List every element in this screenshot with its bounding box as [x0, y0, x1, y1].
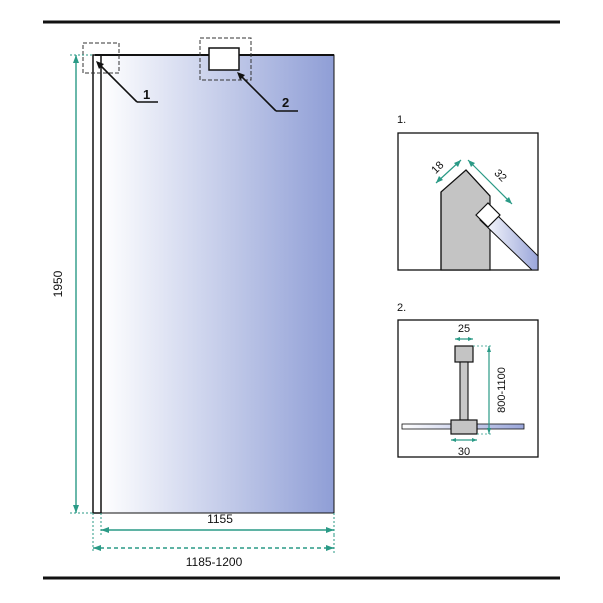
detail-1-title: 1.	[397, 114, 406, 126]
height-dimension: 1950	[51, 54, 93, 514]
detail-2-title: 2.	[397, 302, 406, 314]
width-inner-label: 1155	[207, 512, 233, 526]
callout-1: 1	[96, 61, 158, 103]
bar-bracket	[208, 47, 240, 71]
height-label: 1950	[51, 270, 65, 297]
width-outer-label: 1185-1200	[186, 555, 243, 569]
detail-frame-1	[82, 42, 120, 74]
detail-frame-2	[199, 37, 252, 81]
width-outer-dimension: 1185-1200	[92, 513, 335, 569]
main-elevation: 1 2 1950 1155	[51, 37, 335, 569]
callout-2-label: 2	[282, 95, 289, 110]
detail-1: 1. 18 32	[397, 114, 539, 271]
detail-2-dim-top: 25	[458, 323, 470, 335]
callout-2: 2	[237, 72, 298, 112]
width-inner-dimension: 1155	[100, 512, 335, 535]
wall-profile	[92, 54, 102, 514]
detail-2-dim-bottom: 30	[458, 446, 470, 458]
detail-2-dim-side: 800-1100	[496, 367, 508, 413]
glass-panel	[100, 54, 335, 514]
detail-2-rod	[459, 361, 469, 421]
detail-2-wall-mount	[454, 345, 474, 363]
detail-2-clamp	[450, 419, 478, 435]
detail-2: 2. 25 800-1100 30	[397, 302, 539, 458]
detail-1-clamp	[475, 202, 501, 228]
callout-1-label: 1	[143, 87, 150, 102]
